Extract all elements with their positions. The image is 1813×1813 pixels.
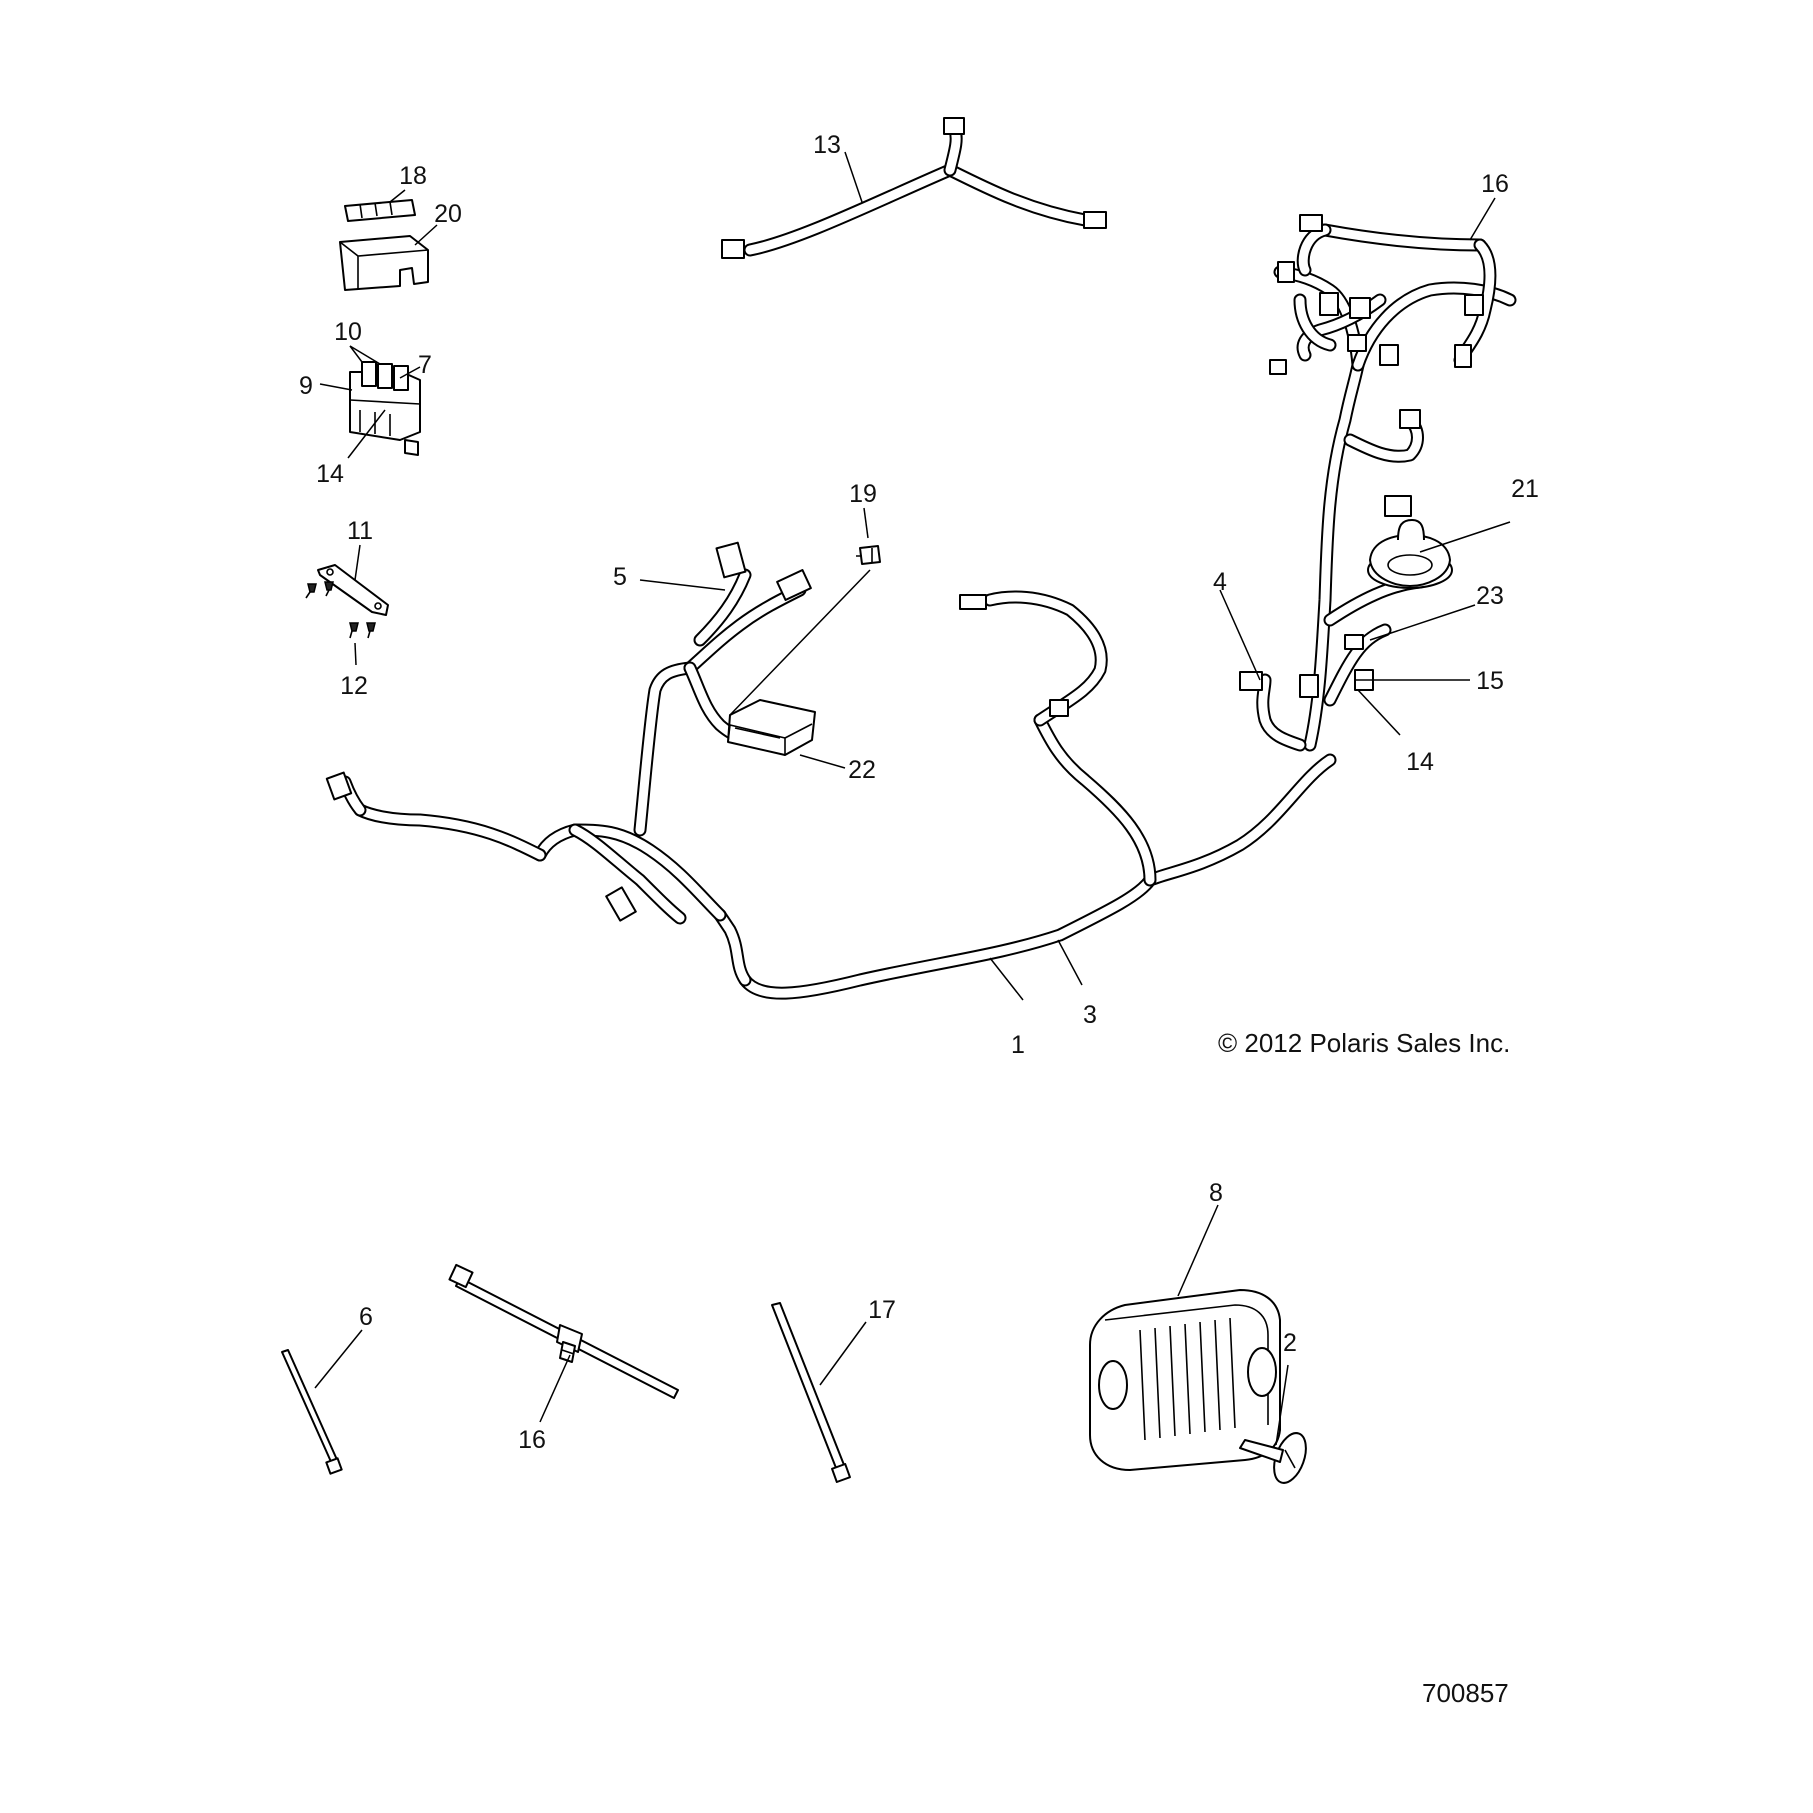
callout-labels: 1 2 3 4 5 6 7 8 9 10 11 12 13 14 14 15 1… (299, 131, 1539, 1454)
callout-11: 11 (347, 517, 373, 545)
callout-1-main: 1 (1011, 1031, 1025, 1059)
callout-13: 13 (813, 131, 841, 159)
callout-21: 21 (1511, 475, 1539, 503)
callout-8: 8 (1209, 1179, 1223, 1207)
module-part-22 (727, 699, 816, 756)
callout-2: 2 (1283, 1329, 1297, 1357)
callout-4: 4 (1213, 568, 1227, 596)
callout-12: 12 (340, 672, 368, 700)
callout-9: 9 (299, 372, 313, 400)
push-rivet-part-2 (1239, 1432, 1307, 1484)
callout-19: 19 (849, 480, 877, 508)
figure-number: 700857 (1422, 1678, 1509, 1708)
callout-22: 22 (848, 756, 876, 784)
harness-part-13 (721, 117, 1107, 259)
callout-7: 7 (418, 351, 432, 379)
callout-10: 10 (334, 318, 362, 346)
callout-23: 23 (1476, 582, 1504, 610)
bracket-part-11 (305, 564, 389, 616)
fuse-label-18 (344, 199, 416, 222)
callout-18: 18 (399, 162, 427, 190)
callout-17: 17 (868, 1296, 896, 1324)
screws-part-12 (349, 622, 376, 639)
fuse-cover-20 (339, 235, 429, 291)
callout-20: 20 (434, 200, 462, 228)
clip-tie-part-16 (448, 1263, 679, 1399)
fuse-box-group (339, 199, 429, 456)
fuse-part-19 (856, 545, 881, 565)
grommet-part-21 (1367, 519, 1453, 589)
cable-tie-part-6 (281, 1349, 343, 1475)
callout-14-harness: 14 (1406, 748, 1434, 776)
callout-5: 5 (613, 563, 627, 591)
regulator-part-8 (1089, 1289, 1281, 1471)
callout-15: 15 (1476, 667, 1504, 695)
callout-16-harness: 16 (1481, 170, 1509, 198)
main-harness-1-3 (338, 223, 1517, 1000)
cable-tie-part-17 (771, 1302, 851, 1483)
copyright-notice: © 2012 Polaris Sales Inc. (1218, 1028, 1510, 1058)
callout-3: 3 (1083, 1001, 1097, 1029)
callout-6: 6 (359, 1303, 373, 1331)
callout-16-clip: 16 (518, 1426, 546, 1454)
leader-lines (314, 151, 1511, 1446)
callout-14-fusebox: 14 (316, 460, 344, 488)
